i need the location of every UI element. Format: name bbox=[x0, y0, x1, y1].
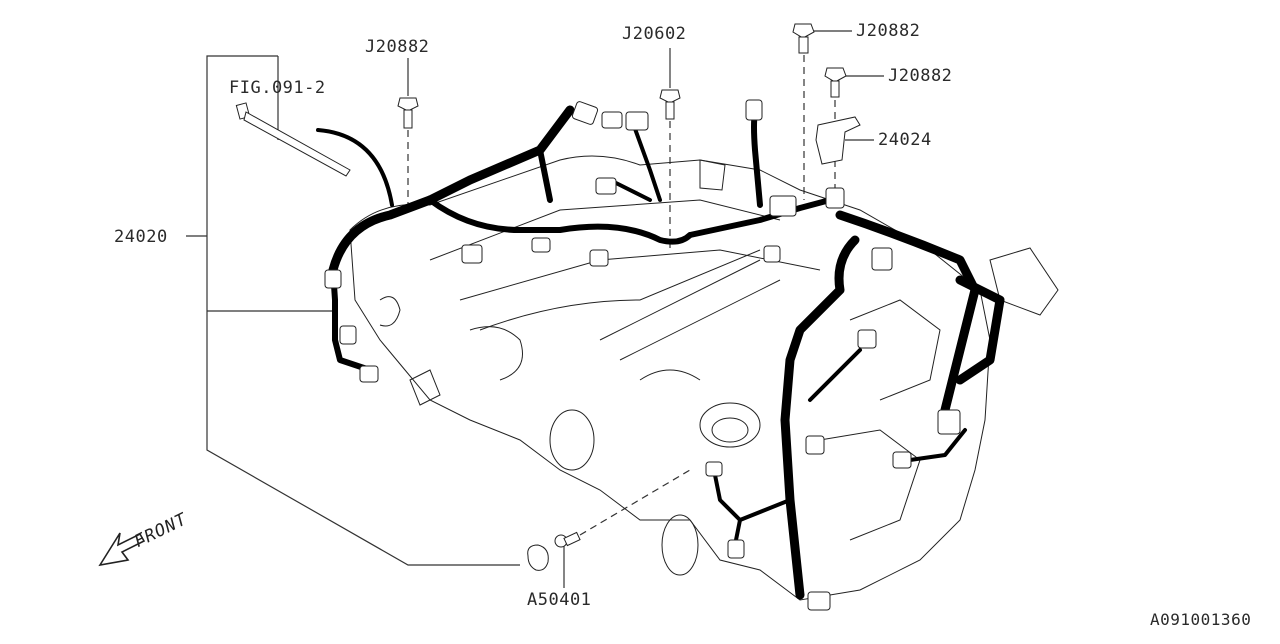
callout-bolt-j20602: J20602 bbox=[622, 24, 687, 44]
front-arrow-icon bbox=[98, 532, 146, 567]
ground-bolt-icon bbox=[527, 469, 691, 588]
wiring-harness bbox=[316, 102, 1005, 600]
harness-connectors bbox=[324, 99, 961, 611]
callout-ground-bolt-a50401: A50401 bbox=[527, 590, 592, 610]
callout-fig-ref: FIG.091-2 bbox=[229, 78, 326, 98]
bolt-icon bbox=[824, 67, 884, 195]
bracket-icon bbox=[815, 116, 874, 165]
bolt-icon bbox=[659, 48, 681, 250]
cable-tie-icon bbox=[235, 102, 351, 177]
harness-leader-lines bbox=[186, 55, 520, 566]
callout-bolt-j20882: J20882 bbox=[888, 66, 953, 86]
callout-bolt-j20882: J20882 bbox=[856, 21, 921, 41]
callout-bolt-j20882: J20882 bbox=[365, 37, 430, 57]
callout-harness-24020: 24020 bbox=[114, 227, 168, 247]
bolt-icon bbox=[792, 23, 852, 200]
bolt-icon bbox=[397, 58, 419, 205]
figure-id: A091001360 bbox=[1150, 610, 1252, 629]
callout-bracket-24024: 24024 bbox=[878, 130, 932, 150]
